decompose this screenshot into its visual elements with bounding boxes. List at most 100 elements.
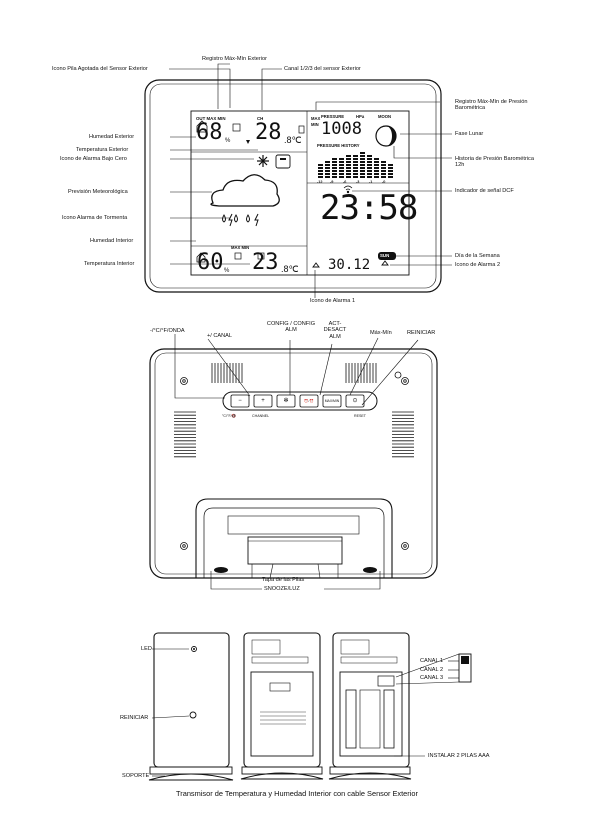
history-bar-segment <box>325 173 330 175</box>
label-humedad-interior: Humedad Interior <box>90 238 134 244</box>
front-housing <box>144 79 442 293</box>
history-bar-segment <box>332 161 337 163</box>
history-bar-segment <box>339 173 344 175</box>
lcd-out-temp: 28 <box>255 120 282 145</box>
label-canal-3: CANAL 3 <box>420 675 444 681</box>
label-soporte: SOPORTE <box>122 773 150 779</box>
back-button-6[interactable] <box>345 394 365 408</box>
label-onda: -/°C/°F/ONDA <box>150 328 185 334</box>
stand-base <box>149 766 233 775</box>
lcd-frame <box>190 110 410 276</box>
history-bar-segment <box>367 164 372 166</box>
label-fase-lunar: Fase Lunar <box>455 131 484 137</box>
history-bar-segment <box>381 170 386 172</box>
history-bar-segment <box>346 155 351 157</box>
label-historia-presion: Historia de Presión Barométrica 12h <box>455 156 534 169</box>
label-config: CONFIG / CONFIG ALM <box>266 321 316 334</box>
history-bar-segment <box>381 167 386 169</box>
back-button-3[interactable] <box>276 394 296 408</box>
history-bar-segment <box>360 164 365 166</box>
transmitter-front-body <box>153 632 230 768</box>
day-box <box>378 252 396 260</box>
figure-caption: Transmisor de Temperatura y Humedad Inte… <box>176 789 418 798</box>
lcd-day: SUN <box>380 253 390 258</box>
history-bar-segment <box>374 164 379 166</box>
back-screws <box>180 371 409 550</box>
lcd-pressure: 1008 <box>321 119 362 139</box>
lcd-ch-tag: CH <box>257 116 264 121</box>
out-temp-box-icon <box>298 125 305 134</box>
house-in-icon <box>196 252 206 263</box>
history-tick-label: -1 <box>369 180 373 184</box>
history-bar-segment <box>346 173 351 175</box>
lightning-icon <box>228 213 259 227</box>
history-bar-segment <box>325 161 330 163</box>
label-act: ACT-DESACT ALM <box>323 321 347 340</box>
history-bar-segment <box>388 167 393 169</box>
history-bar-segment <box>353 161 358 163</box>
label-registro-presion: Registro Máx-Mín de Presión Barométrica <box>455 99 528 112</box>
history-bar-segment <box>374 158 379 160</box>
back-button-2[interactable] <box>253 394 273 408</box>
history-bar-segment <box>360 170 365 172</box>
snowflake-icon <box>257 155 269 167</box>
history-bar-segment <box>353 158 358 160</box>
back-channel-text: CHANNEL <box>252 414 270 418</box>
transmitter-back-open <box>328 632 472 780</box>
label-reiniciar-transmisor: REINICIAR <box>120 715 149 721</box>
back-button-label: − <box>238 398 242 404</box>
label-registro-max-min-exterior: Registro Máx-Mín Exterior <box>202 56 267 62</box>
label-snooze: SNOOZE/LUZ <box>264 586 300 592</box>
history-bar-segment <box>360 152 365 154</box>
history-bar-segment <box>367 170 372 172</box>
label-icono-pila: Icono Pila Agotada del Sensor Exterior <box>52 66 148 72</box>
back-button-label: ⊙ <box>352 398 358 404</box>
pressure-history-bars <box>318 152 393 178</box>
back-button-1[interactable] <box>230 394 250 408</box>
lcd-date: 30.12 <box>328 257 371 273</box>
back-reset-text: RESET <box>354 414 366 418</box>
history-bar-segment <box>353 173 358 175</box>
history-tick-label: -6 <box>343 180 347 184</box>
history-bar-segment <box>353 167 358 169</box>
history-bar-segment <box>332 158 337 160</box>
history-bar-segment <box>374 173 379 175</box>
channel-switch <box>377 675 395 687</box>
history-tick-label: -12 <box>317 180 323 184</box>
lcd-in-temp-dec: .8℃ <box>281 264 299 274</box>
label-temperatura-interior: Temperatura Interior <box>84 261 135 267</box>
stand-outline <box>195 498 393 578</box>
rain-drops-icon <box>222 214 250 223</box>
history-bar-segment <box>318 170 323 172</box>
lcd-moon-tag: MOON <box>378 114 392 119</box>
history-bar-segment <box>353 164 358 166</box>
history-bar-segment <box>353 176 358 178</box>
back-button-5[interactable] <box>322 394 342 408</box>
back-button-label: MAX/MIN <box>324 399 340 403</box>
history-bar-segment <box>381 173 386 175</box>
history-bar-segment <box>367 167 372 169</box>
front-view <box>144 63 452 298</box>
history-bar-segment <box>332 173 337 175</box>
history-bar-segment <box>346 158 351 160</box>
lcd-out-maxmin-tag: OUT MAX MIN <box>196 116 226 121</box>
lcd-in-pct: % <box>224 268 230 274</box>
history-bar-segment <box>346 170 351 172</box>
history-bar-segment <box>325 170 330 172</box>
in-hum-box-icon <box>234 252 242 260</box>
history-bar-segment <box>388 173 393 175</box>
side-vents <box>174 411 414 458</box>
led-icon <box>191 646 197 652</box>
history-bar-segment <box>325 176 330 178</box>
transmitter-front <box>148 632 234 781</box>
label-canal: +/ CANAL <box>207 333 233 339</box>
back-button-4[interactable] <box>299 394 319 408</box>
history-bar-segment <box>346 176 351 178</box>
label-alarma-bajo-cero: Icono de Alarma Bajo Cero <box>60 156 127 162</box>
history-bar-segment <box>353 170 358 172</box>
label-prevision: Previsión Meteorológica <box>68 189 128 195</box>
lcd-time: 23:58 <box>320 188 418 228</box>
back-view <box>149 334 438 590</box>
history-bar-segment <box>388 176 393 178</box>
